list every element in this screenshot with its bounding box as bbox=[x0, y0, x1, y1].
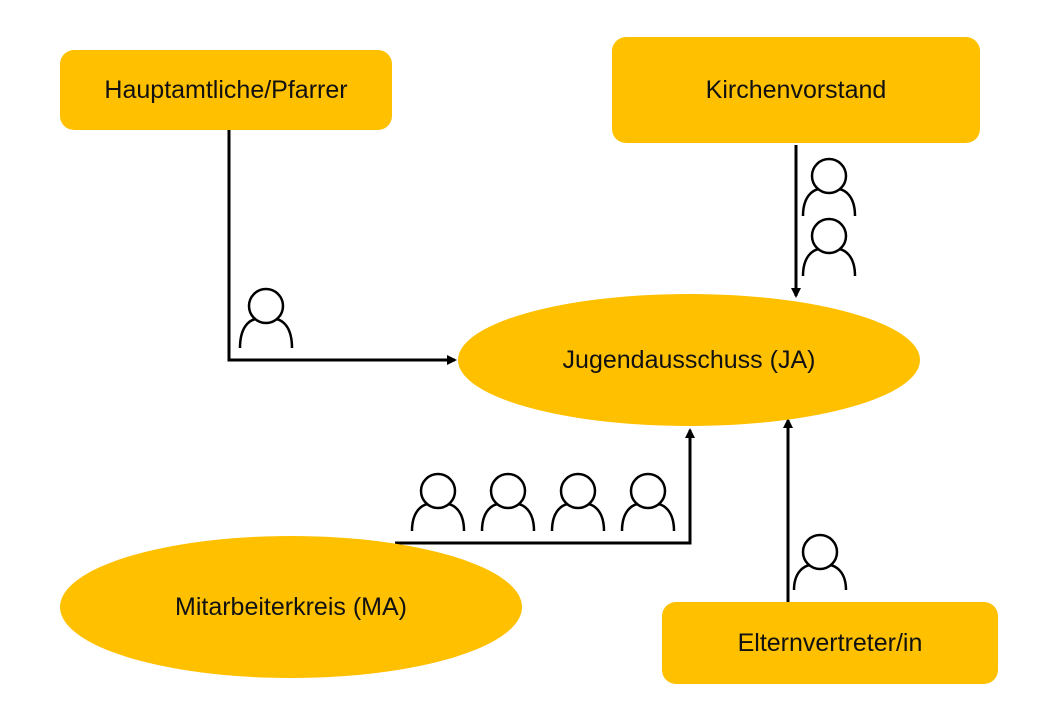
node-label: Elternvertreter/in bbox=[737, 628, 923, 657]
node-kirchenvorstand: Kirchenvorstand bbox=[612, 37, 980, 143]
connector-hauptamtliche-to-ja bbox=[227, 128, 457, 365]
node-mitarbeiterkreis: Mitarbeiterkreis (MA) bbox=[60, 536, 522, 678]
node-hauptamtliche: Hauptamtliche/Pfarrer bbox=[60, 50, 392, 130]
node-jugendausschuss: Jugendausschuss (JA) bbox=[458, 294, 920, 426]
representatives-hauptamtliche bbox=[238, 287, 294, 349]
node-label: Jugendausschuss (JA) bbox=[562, 345, 816, 374]
representatives-mitarbeiterkreis bbox=[410, 472, 676, 532]
person-icon bbox=[620, 472, 676, 532]
person-icon bbox=[238, 287, 294, 349]
person-icon bbox=[480, 472, 536, 532]
person-icon bbox=[801, 157, 857, 217]
representatives-elternvertreter bbox=[792, 533, 848, 591]
person-icon bbox=[410, 472, 466, 532]
node-elternvertreter: Elternvertreter/in bbox=[662, 602, 998, 684]
person-icon bbox=[792, 533, 848, 591]
connector-mitarbeiterkreis-to-ja bbox=[395, 428, 695, 545]
representatives-kirchenvorstand bbox=[801, 157, 857, 277]
node-label: Hauptamtliche/Pfarrer bbox=[104, 75, 348, 104]
node-label: Kirchenvorstand bbox=[705, 75, 887, 104]
person-icon bbox=[550, 472, 606, 532]
person-icon bbox=[801, 217, 857, 277]
node-label: Mitarbeiterkreis (MA) bbox=[175, 592, 407, 621]
